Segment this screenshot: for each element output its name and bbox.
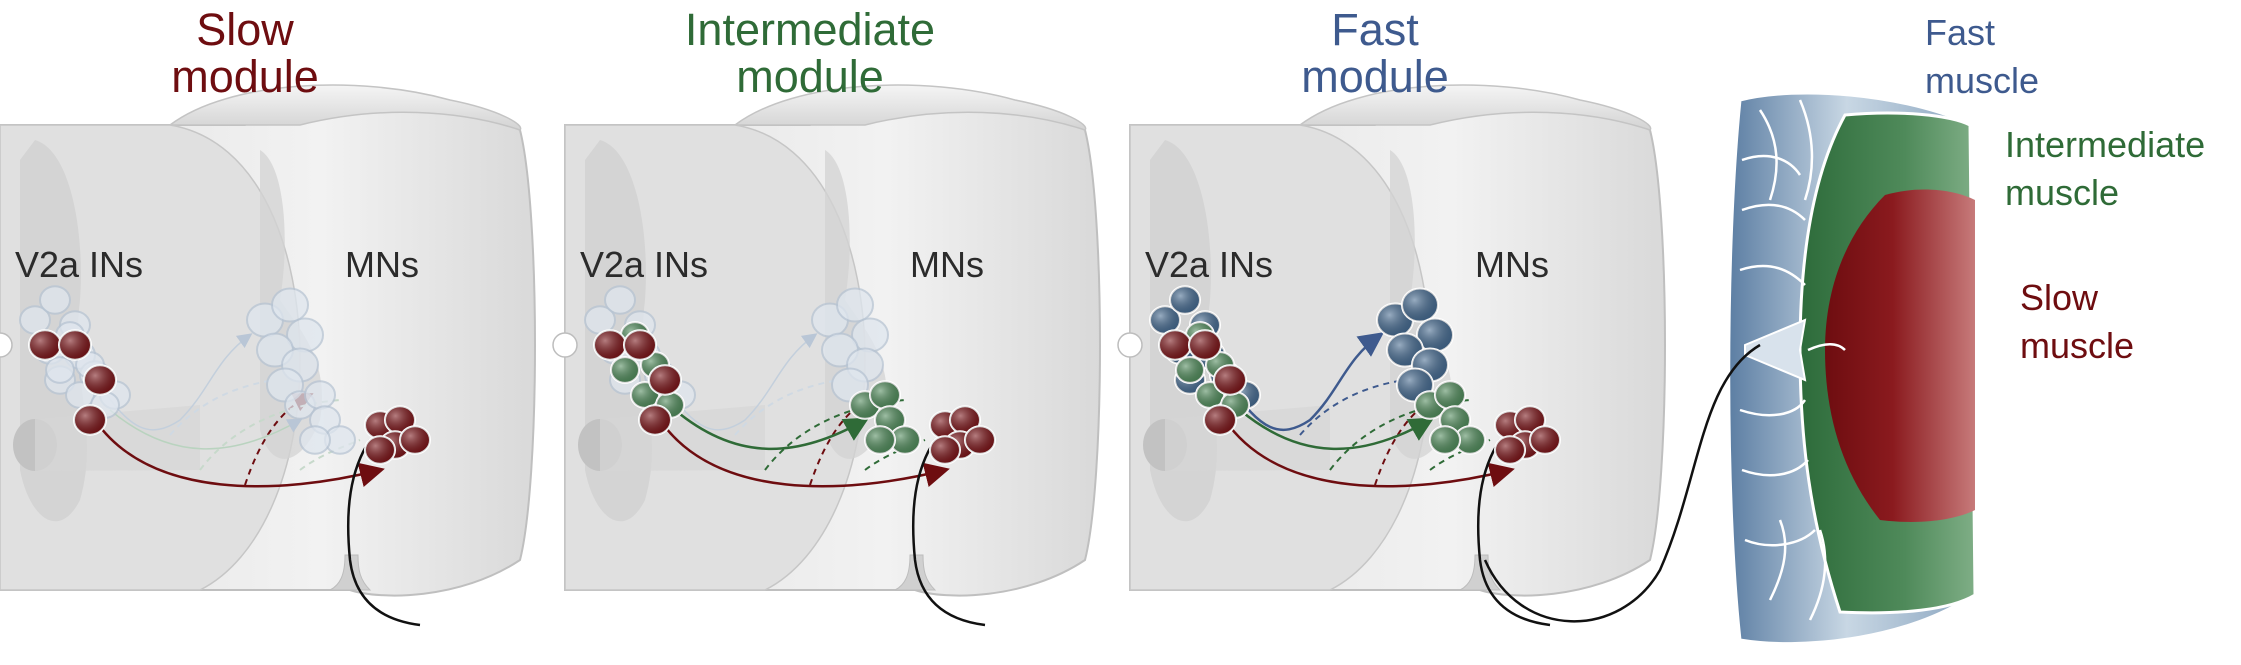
- ventral-root: [894, 554, 937, 591]
- slow-interneuron-0-shade: [29, 330, 61, 360]
- fast-interneuron-0-shade: [1150, 306, 1180, 334]
- fast-motor-neuron-1-shade: [1402, 288, 1438, 322]
- intermediate-collateral-2: [864, 439, 926, 471]
- spinal-cord-top: [732, 84, 1087, 131]
- motor-axon: [346, 439, 421, 627]
- slow-interneuron-2-shade: [1214, 365, 1246, 395]
- slow-interneuron-1-shade: [1189, 330, 1221, 360]
- module-title-line2: module: [1301, 51, 1449, 102]
- fast-axon: [99, 333, 253, 431]
- intermediate-interneuron-2-shade: [1176, 357, 1204, 383]
- intermediate-motor-neuron-4: [299, 425, 331, 455]
- slow-motor-neuron-4-shade: [930, 436, 960, 464]
- fast-axon: [664, 333, 818, 431]
- slow-motor-neuron-3-shade: [965, 426, 995, 454]
- mns-label: MNs: [345, 244, 419, 285]
- motor-axon: [911, 439, 986, 627]
- intermediate-axon: [1239, 409, 1435, 451]
- spinal-cord-top: [1297, 84, 1652, 131]
- slow-muscle-band: [1825, 189, 1975, 522]
- spinal-cord-top: [167, 84, 522, 131]
- intermediate-interneuron-2: [45, 356, 75, 384]
- v2a-ins-label: V2a INs: [580, 244, 708, 285]
- slow-muscle-label-1: Slow: [2020, 277, 2099, 318]
- dorsal-notch: [1117, 332, 1143, 358]
- slow-axon: [93, 419, 385, 488]
- slow-motor-neuron-4-shade: [365, 436, 395, 464]
- intermediate-motor-neuron-1-shade: [870, 381, 900, 409]
- slow-interneuron-0-shade: [594, 330, 626, 360]
- v2a-ins-label: V2a INs: [1145, 244, 1273, 285]
- mns-label: MNs: [910, 244, 984, 285]
- slow-muscle-label-2: muscle: [2020, 325, 2134, 366]
- slow-interneuron-3-shade: [639, 405, 671, 435]
- intermediate-muscle-label-1: Intermediate: [2005, 124, 2205, 165]
- module-title-line2: module: [736, 51, 884, 102]
- intermediate-collateral-2: [299, 439, 361, 471]
- mns-label: MNs: [1475, 244, 1549, 285]
- ventral-root: [1459, 554, 1502, 591]
- dorsal-notch: [552, 332, 578, 358]
- fast-interneuron-1-shade: [1170, 286, 1200, 314]
- intermediate-motor-neuron-1: [304, 380, 336, 410]
- fast-motor-neuron-1: [271, 287, 309, 323]
- intermediate-collateral-2: [1429, 439, 1491, 471]
- module-title-line1: Intermediate: [685, 4, 935, 55]
- module-title-line1: Fast: [1331, 4, 1419, 55]
- motor-nerve: [1483, 343, 1761, 623]
- intermediate-motor-neuron-3-shade: [890, 426, 920, 454]
- slow-interneuron-2-shade: [649, 365, 681, 395]
- fast-collateral: [169, 379, 276, 436]
- intermediate-muscle-label-2: muscle: [2005, 172, 2119, 213]
- slow-motor-neuron-3-shade: [400, 426, 430, 454]
- module-title-line2: module: [171, 51, 319, 102]
- dorsal-notch: [0, 332, 13, 358]
- intermediate-motor-neuron-3-shade: [1455, 426, 1485, 454]
- slow-interneuron-0-shade: [1159, 330, 1191, 360]
- slow-axon: [1223, 419, 1515, 488]
- slow-interneuron-3-shade: [74, 405, 106, 435]
- fast-motor-neuron-2-shade: [1417, 318, 1453, 352]
- intermediate-motor-neuron-4-shade: [865, 426, 895, 454]
- fast-muscle-label-2: muscle: [1925, 60, 2039, 101]
- slow-interneuron-1-shade: [624, 330, 656, 360]
- slow-axon: [658, 419, 950, 488]
- intermediate-interneuron-2-shade: [611, 357, 639, 383]
- intermediate-motor-neuron-4-shade: [1430, 426, 1460, 454]
- muscle-section: Fast muscle Intermediate muscle Slow mus…: [1483, 12, 2205, 646]
- fast-collateral: [1299, 379, 1406, 436]
- v2a-ins-label: V2a INs: [15, 244, 143, 285]
- intermediate-axon: [109, 409, 303, 450]
- module-title-line1: Slow: [196, 4, 294, 55]
- slow-interneuron-2-shade: [84, 365, 116, 395]
- intermediate-axon: [674, 409, 870, 451]
- fast-axon: [1228, 332, 1385, 431]
- slow-motor-neuron-4-shade: [1495, 436, 1525, 464]
- ventral-root: [329, 554, 372, 591]
- slow-interneuron-3-shade: [1204, 405, 1236, 435]
- fast-interneuron-1: [604, 285, 636, 315]
- motor-axon: [1476, 439, 1551, 627]
- slow-motor-neuron-3-shade: [1530, 426, 1560, 454]
- fast-interneuron-1: [39, 285, 71, 315]
- fast-collateral: [734, 379, 841, 436]
- fast-motor-neuron-1: [836, 287, 874, 323]
- fast-muscle-label-1: Fast: [1925, 12, 1995, 53]
- intermediate-motor-neuron-1-shade: [1435, 381, 1465, 409]
- slow-interneuron-1-shade: [59, 330, 91, 360]
